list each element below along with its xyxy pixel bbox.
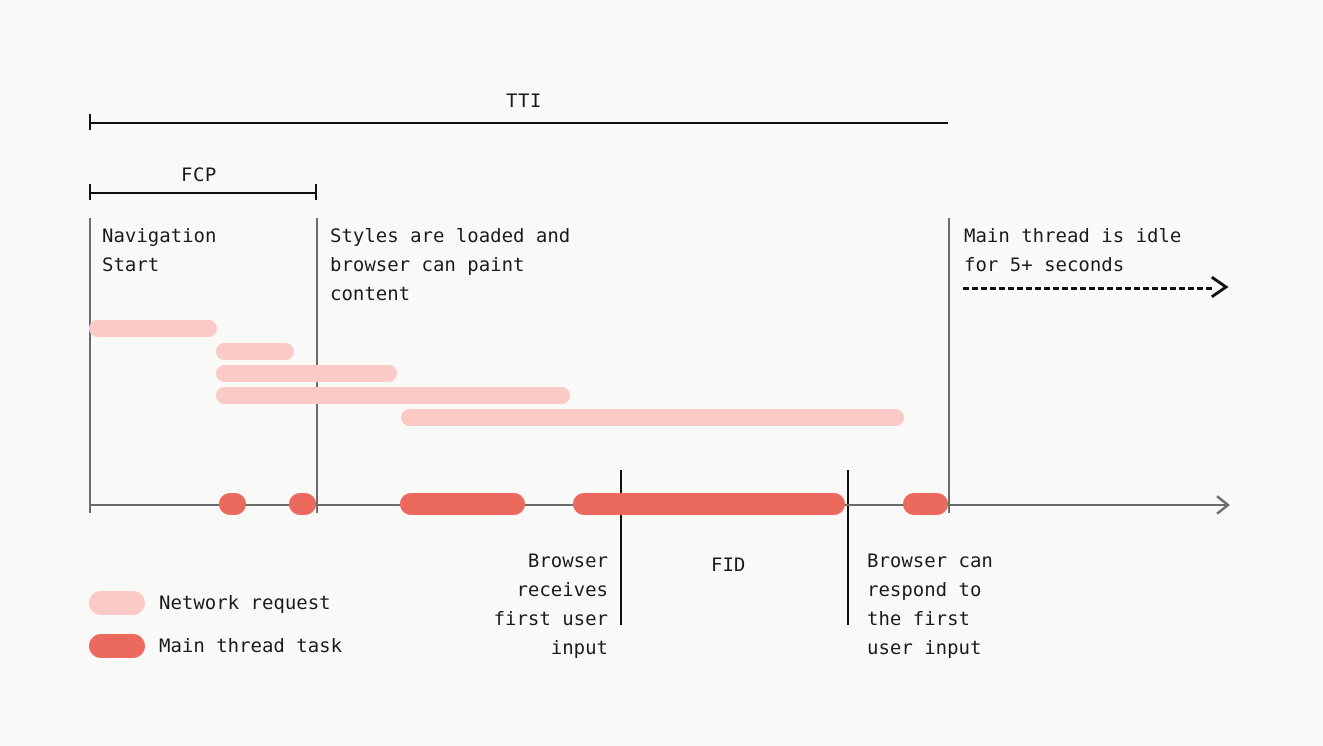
annotation-styles-loaded: Styles are loaded and browser can paint … [330,225,571,305]
annotation-navigation-start: Navigation Start [102,225,217,276]
guide-fid-end [847,470,849,625]
legend-network-request-label: Network request [159,592,331,614]
legend-main-thread-task-label: Main thread task [159,635,343,657]
tti-bracket-start-cap [89,114,91,130]
main-thread-task-bar [289,493,316,515]
idle-arrow-head [1210,276,1229,298]
legend-swatch-task-icon [89,634,145,658]
tti-bracket-label: TTI [506,90,542,112]
fcp-bracket-end-cap [315,184,317,200]
network-request-bar [216,343,294,360]
main-thread-task-bar [219,493,246,515]
annotation-browser-responds: Browser can respond to the first user in… [867,550,993,659]
network-request-bar [89,320,217,337]
network-request-bar [401,409,904,426]
fcp-bracket-start-cap [89,184,91,200]
network-request-bar [216,387,570,404]
guide-tti [948,218,950,513]
idle-dashed-line [963,287,1212,290]
main-thread-task-bar [573,493,845,515]
fid-label: FID [711,554,746,576]
annotation-main-thread-idle: Main thread is idle for 5+ seconds [964,225,1182,276]
annotation-browser-receives-input: Browser receives first user input [493,550,608,659]
fcp-bracket-line [89,192,316,194]
fcp-bracket-label: FCP [181,164,217,186]
legend-main-thread-task: Main thread task [89,634,342,658]
legend-network-request: Network request [89,591,331,615]
main-thread-task-bar [903,493,948,515]
network-request-bar [216,365,397,382]
legend-swatch-network-icon [89,591,145,615]
guide-navigation-start [89,218,91,513]
tti-bracket-line [89,122,948,124]
timeline-axis-arrow-icon [1216,495,1231,515]
guide-fid-start [620,470,622,625]
main-thread-task-bar [400,493,525,515]
